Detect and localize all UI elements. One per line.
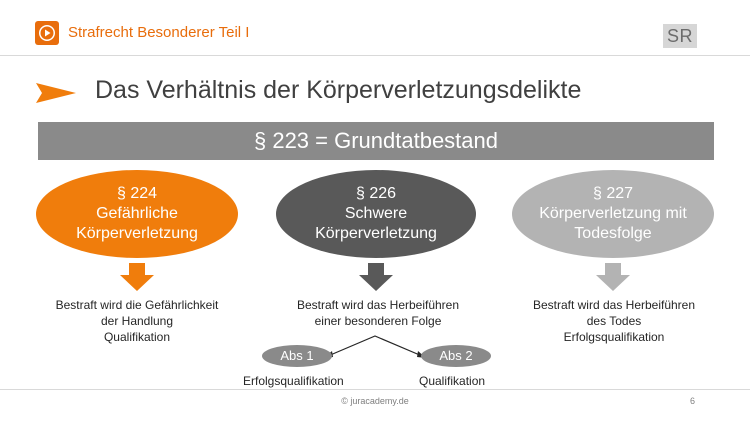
description-224-line-1: Bestraft wird die Gefährlichkeit — [55, 298, 219, 312]
description-224-line-3: Qualifikation — [103, 330, 171, 344]
node-224-line-3: Körperverletzung — [76, 225, 198, 242]
node-224-line-1: § 224 — [116, 185, 158, 202]
play-icon[interactable] — [35, 21, 59, 45]
description-227-line-2: des Todes — [586, 314, 642, 328]
title-arrow-icon — [36, 83, 76, 103]
description-224: Bestraft wird die Gefährlichkeit der Han… — [22, 297, 252, 345]
description-227-line-3: Erfolgsqualifikation — [563, 330, 665, 344]
sr-badge: SR — [663, 24, 697, 48]
node-227-line-1: § 227 — [592, 185, 634, 202]
header-divider — [0, 55, 750, 56]
abs-1-type: Erfolgsqualifikation — [243, 374, 344, 388]
description-226: Bestraft wird das Herbeiführen einer bes… — [263, 297, 493, 329]
abs-2-type: Qualifikation — [419, 374, 486, 388]
description-227-line-1: Bestraft wird das Herbeiführen — [532, 298, 696, 312]
description-226-line-1: Bestraft wird das Herbeiführen — [296, 298, 460, 312]
course-title: Strafrecht Besonderer Teil I — [68, 24, 250, 41]
abs-1-pill: Abs 1 — [262, 345, 332, 367]
footer-divider — [0, 389, 750, 390]
footer-copyright: © juracademy.de — [341, 396, 409, 406]
node-224-ellipse: § 224 Gefährliche Körperverletzung — [36, 170, 238, 258]
down-arrow-orange-icon — [120, 263, 154, 291]
description-226-line-2: einer besonderen Folge — [314, 314, 442, 328]
node-227-line-3: Todesfolge — [574, 225, 652, 242]
grundtatbestand-bar: § 223 = Grundtatbestand — [38, 122, 714, 160]
node-224-line-2: Gefährliche — [96, 205, 178, 222]
node-227-ellipse: § 227 Körperverletzung mit Todesfolge — [512, 170, 714, 258]
description-227: Bestraft wird das Herbeiführen des Todes… — [499, 297, 729, 345]
node-226-ellipse: § 226 Schwere Körperverletzung — [276, 170, 476, 258]
down-arrow-dark-icon — [359, 263, 393, 291]
header: Strafrecht Besonderer Teil I SR — [0, 0, 750, 56]
page-number: 6 — [690, 396, 696, 406]
node-227-line-2: Körperverletzung mit — [539, 205, 687, 222]
description-224-line-2: der Handlung — [100, 314, 174, 328]
slide-title: Das Verhältnis der Körperverletzungsdeli… — [95, 76, 582, 104]
node-226-line-1: § 226 — [355, 185, 397, 202]
abs-2-pill: Abs 2 — [421, 345, 491, 367]
branch-arrows — [320, 334, 430, 362]
down-arrow-light-icon — [596, 263, 630, 291]
node-226-line-3: Körperverletzung — [315, 225, 437, 242]
node-226-line-2: Schwere — [344, 205, 408, 222]
